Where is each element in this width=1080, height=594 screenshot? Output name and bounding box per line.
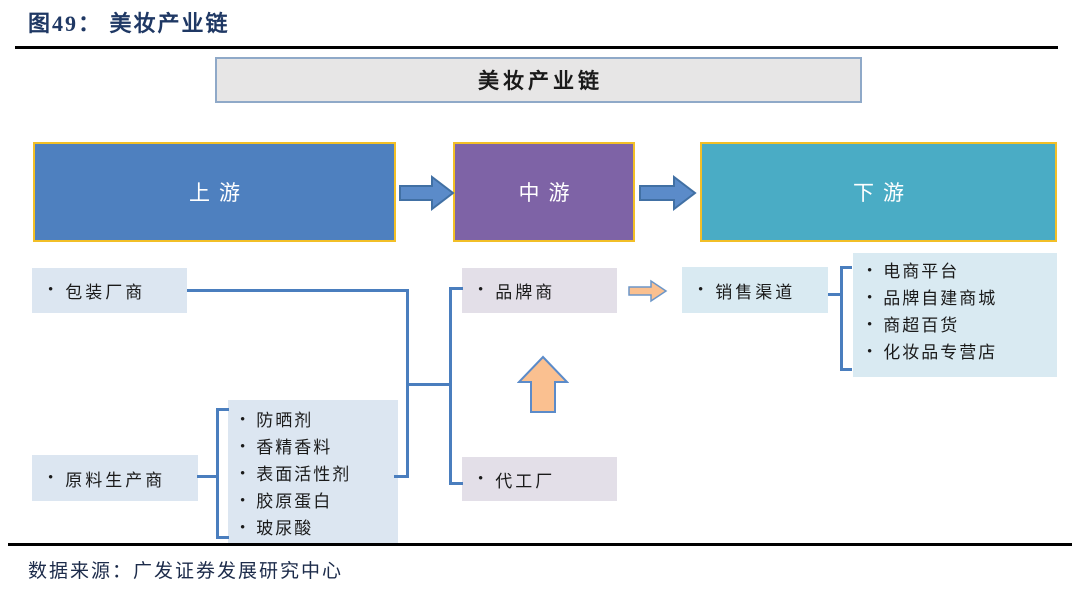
bullet-icon: • <box>48 282 54 298</box>
list-item: 胶原蛋白 <box>240 488 398 515</box>
oem-label: 代工厂 <box>495 471 556 491</box>
raw-material-label: 原料生产商 <box>65 470 166 490</box>
arrow-up-icon <box>517 355 569 413</box>
connector-line <box>197 475 219 478</box>
list-item: 电商平台 <box>867 258 1057 285</box>
list-item-label: 表面活性剂 <box>256 465 352 484</box>
footer-divider <box>8 543 1072 546</box>
list-item-label: 化妆品专营店 <box>883 343 998 362</box>
list-item: 玻尿酸 <box>240 515 398 542</box>
bullet-icon: • <box>48 469 54 486</box>
chain-header-box: 美妆产业链 <box>215 57 862 103</box>
title-divider <box>15 46 1058 49</box>
brand-box: • 品牌商 <box>462 268 617 313</box>
stage-upstream: 上游 <box>33 142 396 242</box>
connector-bracket <box>840 266 852 269</box>
oem-box: • 代工厂 <box>462 457 617 501</box>
sales-channel-label: 销售渠道 <box>715 282 796 302</box>
channels-list: 电商平台品牌自建商城商超百货化妆品专营店 <box>853 253 1057 377</box>
list-item: 香精香料 <box>240 434 398 461</box>
bullet-icon: • <box>478 282 484 298</box>
list-item-label: 防晒剂 <box>256 411 314 430</box>
connector-line <box>187 289 409 292</box>
list-item: 品牌自建商城 <box>867 285 1057 312</box>
connector-bracket <box>840 368 852 371</box>
stage-upstream-label: 上游 <box>189 181 249 205</box>
connector-line <box>394 475 409 478</box>
list-item-label: 香精香料 <box>256 438 333 457</box>
list-item-label: 商超百货 <box>883 316 960 335</box>
list-item-label: 电商平台 <box>883 262 960 281</box>
connector-bracket <box>216 536 229 539</box>
arrow-right-icon <box>628 279 668 303</box>
ingredients-list: 防晒剂香精香料表面活性剂胶原蛋白玻尿酸 <box>228 400 398 546</box>
arrow-right-icon <box>639 175 697 211</box>
list-item-label: 品牌自建商城 <box>883 289 998 308</box>
chain-header-label: 美妆产业链 <box>478 69 603 93</box>
bullet-icon: • <box>698 281 704 298</box>
list-item: 商超百货 <box>867 312 1057 339</box>
list-item: 表面活性剂 <box>240 461 398 488</box>
packaging-label: 包装厂商 <box>65 283 146 302</box>
data-source: 数据来源：广发证券发展研究中心 <box>28 561 344 582</box>
arrow-right-icon <box>399 175 455 211</box>
sales-channel-box: • 销售渠道 <box>682 267 828 313</box>
connector-bracket <box>216 408 229 411</box>
connector-bracket <box>840 266 843 371</box>
stage-downstream-label: 下游 <box>853 181 913 205</box>
connector-line <box>828 293 843 296</box>
raw-material-box: • 原料生产商 <box>32 455 198 501</box>
list-item: 防晒剂 <box>240 407 398 434</box>
list-item: 化妆品专营店 <box>867 339 1057 366</box>
bullet-icon: • <box>478 470 484 487</box>
connector-bracket <box>449 287 463 290</box>
stage-downstream: 下游 <box>700 142 1057 242</box>
figure-title: 图49： 美妆产业链 <box>28 11 230 36</box>
connector-bracket <box>449 287 452 485</box>
connector-bracket <box>216 408 219 539</box>
brand-label: 品牌商 <box>495 283 556 302</box>
list-item-label: 玻尿酸 <box>256 519 314 538</box>
stage-midstream: 中游 <box>453 142 635 242</box>
packaging-box: • 包装厂商 <box>32 268 187 313</box>
stage-midstream-label: 中游 <box>518 181 579 205</box>
connector-line <box>406 383 452 386</box>
list-item-label: 胶原蛋白 <box>256 492 333 511</box>
connector-bracket <box>449 482 463 485</box>
